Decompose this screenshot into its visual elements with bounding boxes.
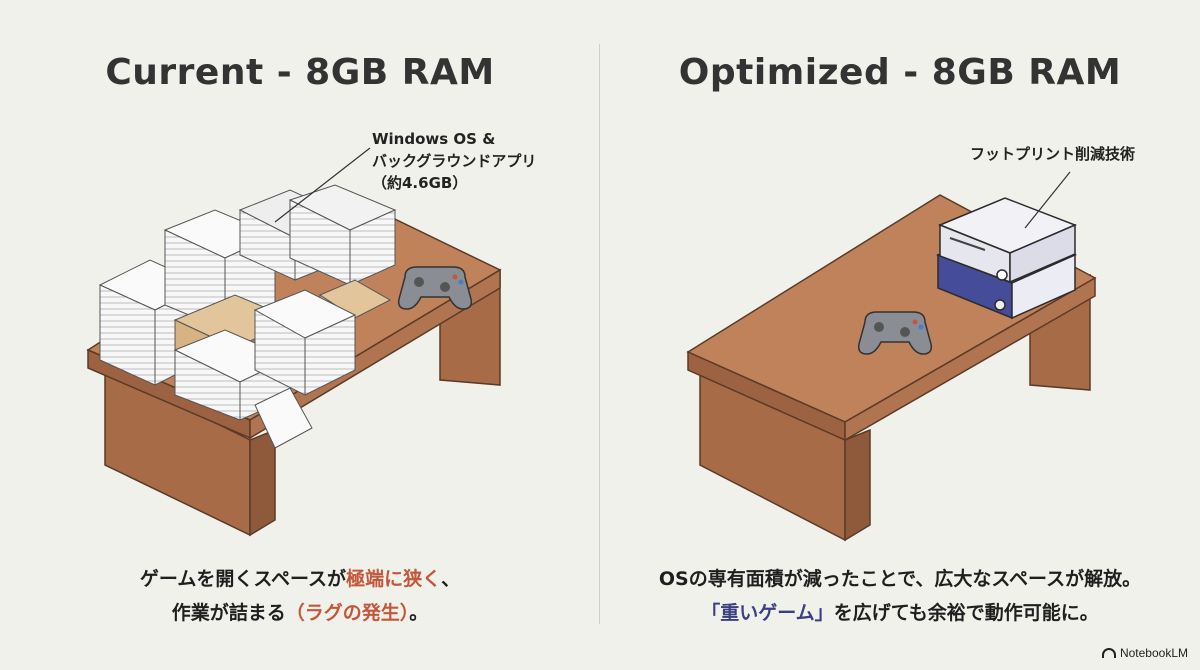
caption-highlight: 極端に狭く — [346, 568, 442, 590]
current-caption-line1: ゲームを開くスペースが極端に狭く、 — [0, 562, 600, 596]
caption-text: 。 — [409, 602, 429, 624]
current-panel: Current - 8GB RAM ゲームを開くスペースが極端に狭く、 作業が詰… — [0, 52, 600, 630]
brand-label: NotebookLM — [1119, 646, 1188, 660]
footprint-reduction-callout: フットプリント削減技術 — [970, 145, 1136, 163]
callout-leader-line — [274, 147, 371, 223]
callout-line: バックグラウンドアプリ — [372, 152, 537, 170]
os-footprint-callout: Windows OS & バックグラウンドアプリ （約4.6GB） — [372, 128, 536, 194]
callout-leader-line — [1024, 171, 1071, 229]
caption-text: ゲームを開くスペースが — [139, 568, 347, 590]
caption-highlight: （ラグの発生） — [285, 602, 410, 624]
paper-stacks — [98, 184, 397, 449]
callout-line: （約4.6GB） — [372, 174, 468, 192]
notebooklm-badge: NotebookLM — [1101, 646, 1188, 660]
optimized-caption: OSの専有面積が減ったことで、広大なスペースが解放。 「重いゲーム」を広げても余… — [600, 562, 1200, 630]
caption-text: 作業が詰まる — [171, 602, 286, 624]
game-controller-icon — [857, 311, 933, 355]
caption-text: 、 — [441, 568, 461, 590]
caption-highlight: 「重いゲーム」 — [701, 602, 834, 624]
panel-divider — [599, 44, 600, 624]
callout-line: Windows OS & — [372, 130, 496, 148]
current-caption-line2: 作業が詰まる（ラグの発生）。 — [0, 596, 600, 630]
optimized-panel: Optimized - 8GB RAM OSの専有面積が減ったことで、広大なスペ… — [600, 0, 1200, 670]
current-caption: ゲームを開くスペースが極端に狭く、 作業が詰まる（ラグの発生）。 — [0, 562, 600, 630]
optimized-caption-line1: OSの専有面積が減ったことで、広大なスペースが解放。 — [658, 568, 1142, 590]
caption-text: を広げても余裕で動作可能に。 — [833, 602, 1099, 624]
current-title: Current - 8GB RAM — [105, 52, 495, 93]
optimized-title: Optimized - 8GB RAM — [678, 52, 1122, 93]
notebooklm-logo-icon — [1101, 648, 1116, 658]
binder-stack — [936, 197, 1078, 320]
game-controller-icon — [397, 266, 473, 310]
optimized-caption-line2: 「重いゲーム」を広げても余裕で動作可能に。 — [600, 596, 1200, 630]
